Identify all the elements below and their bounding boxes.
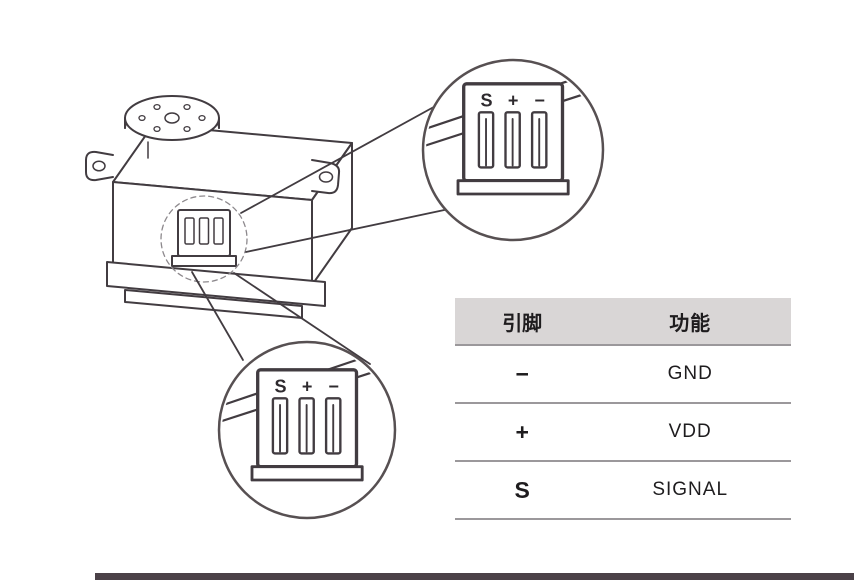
shaft-screw-hole — [183, 125, 191, 133]
table-header: 引脚 功能 — [455, 298, 791, 346]
shaft-center-hole — [164, 112, 180, 124]
servo-body — [85, 95, 353, 319]
function-cell: SIGNAL — [652, 479, 729, 500]
mounting-hole — [92, 160, 106, 172]
header-pin: 引脚 — [502, 312, 543, 335]
shaft-screw-hole — [153, 103, 161, 111]
header-function: 功能 — [669, 312, 712, 335]
pin-cell: − — [515, 360, 529, 387]
shaft-screw-hole — [138, 114, 146, 122]
connector — [171, 209, 237, 267]
left-mounting-tab — [85, 150, 114, 182]
function-cell: VDD — [668, 421, 712, 442]
mounting-hole — [318, 171, 334, 183]
table-row: S SIGNAL — [455, 462, 791, 520]
output-shaft — [124, 95, 220, 159]
pin-cell: S — [514, 476, 530, 503]
connector-dashed-circle — [160, 195, 248, 283]
connector-detail-top — [456, 82, 570, 196]
leader-line — [233, 272, 371, 365]
right-mounting-tab — [311, 159, 341, 195]
connector-detail-bottom — [250, 368, 364, 482]
leader-line — [191, 271, 244, 361]
shaft-screw-hole — [183, 103, 191, 111]
table-row: + VDD — [455, 404, 791, 462]
leader-line — [240, 102, 442, 214]
bottom-border-bar — [95, 573, 854, 580]
shaft-screw-hole — [153, 125, 161, 133]
shaft-screw-hole — [198, 114, 206, 122]
pin-cell: + — [515, 418, 529, 445]
leader-line — [245, 208, 450, 253]
table-row: − GND — [455, 346, 791, 404]
pin-function-table: 引脚 功能 − GND + VDD S SIGNAL — [455, 298, 791, 520]
servo-base — [106, 261, 326, 307]
function-cell: GND — [667, 363, 713, 384]
